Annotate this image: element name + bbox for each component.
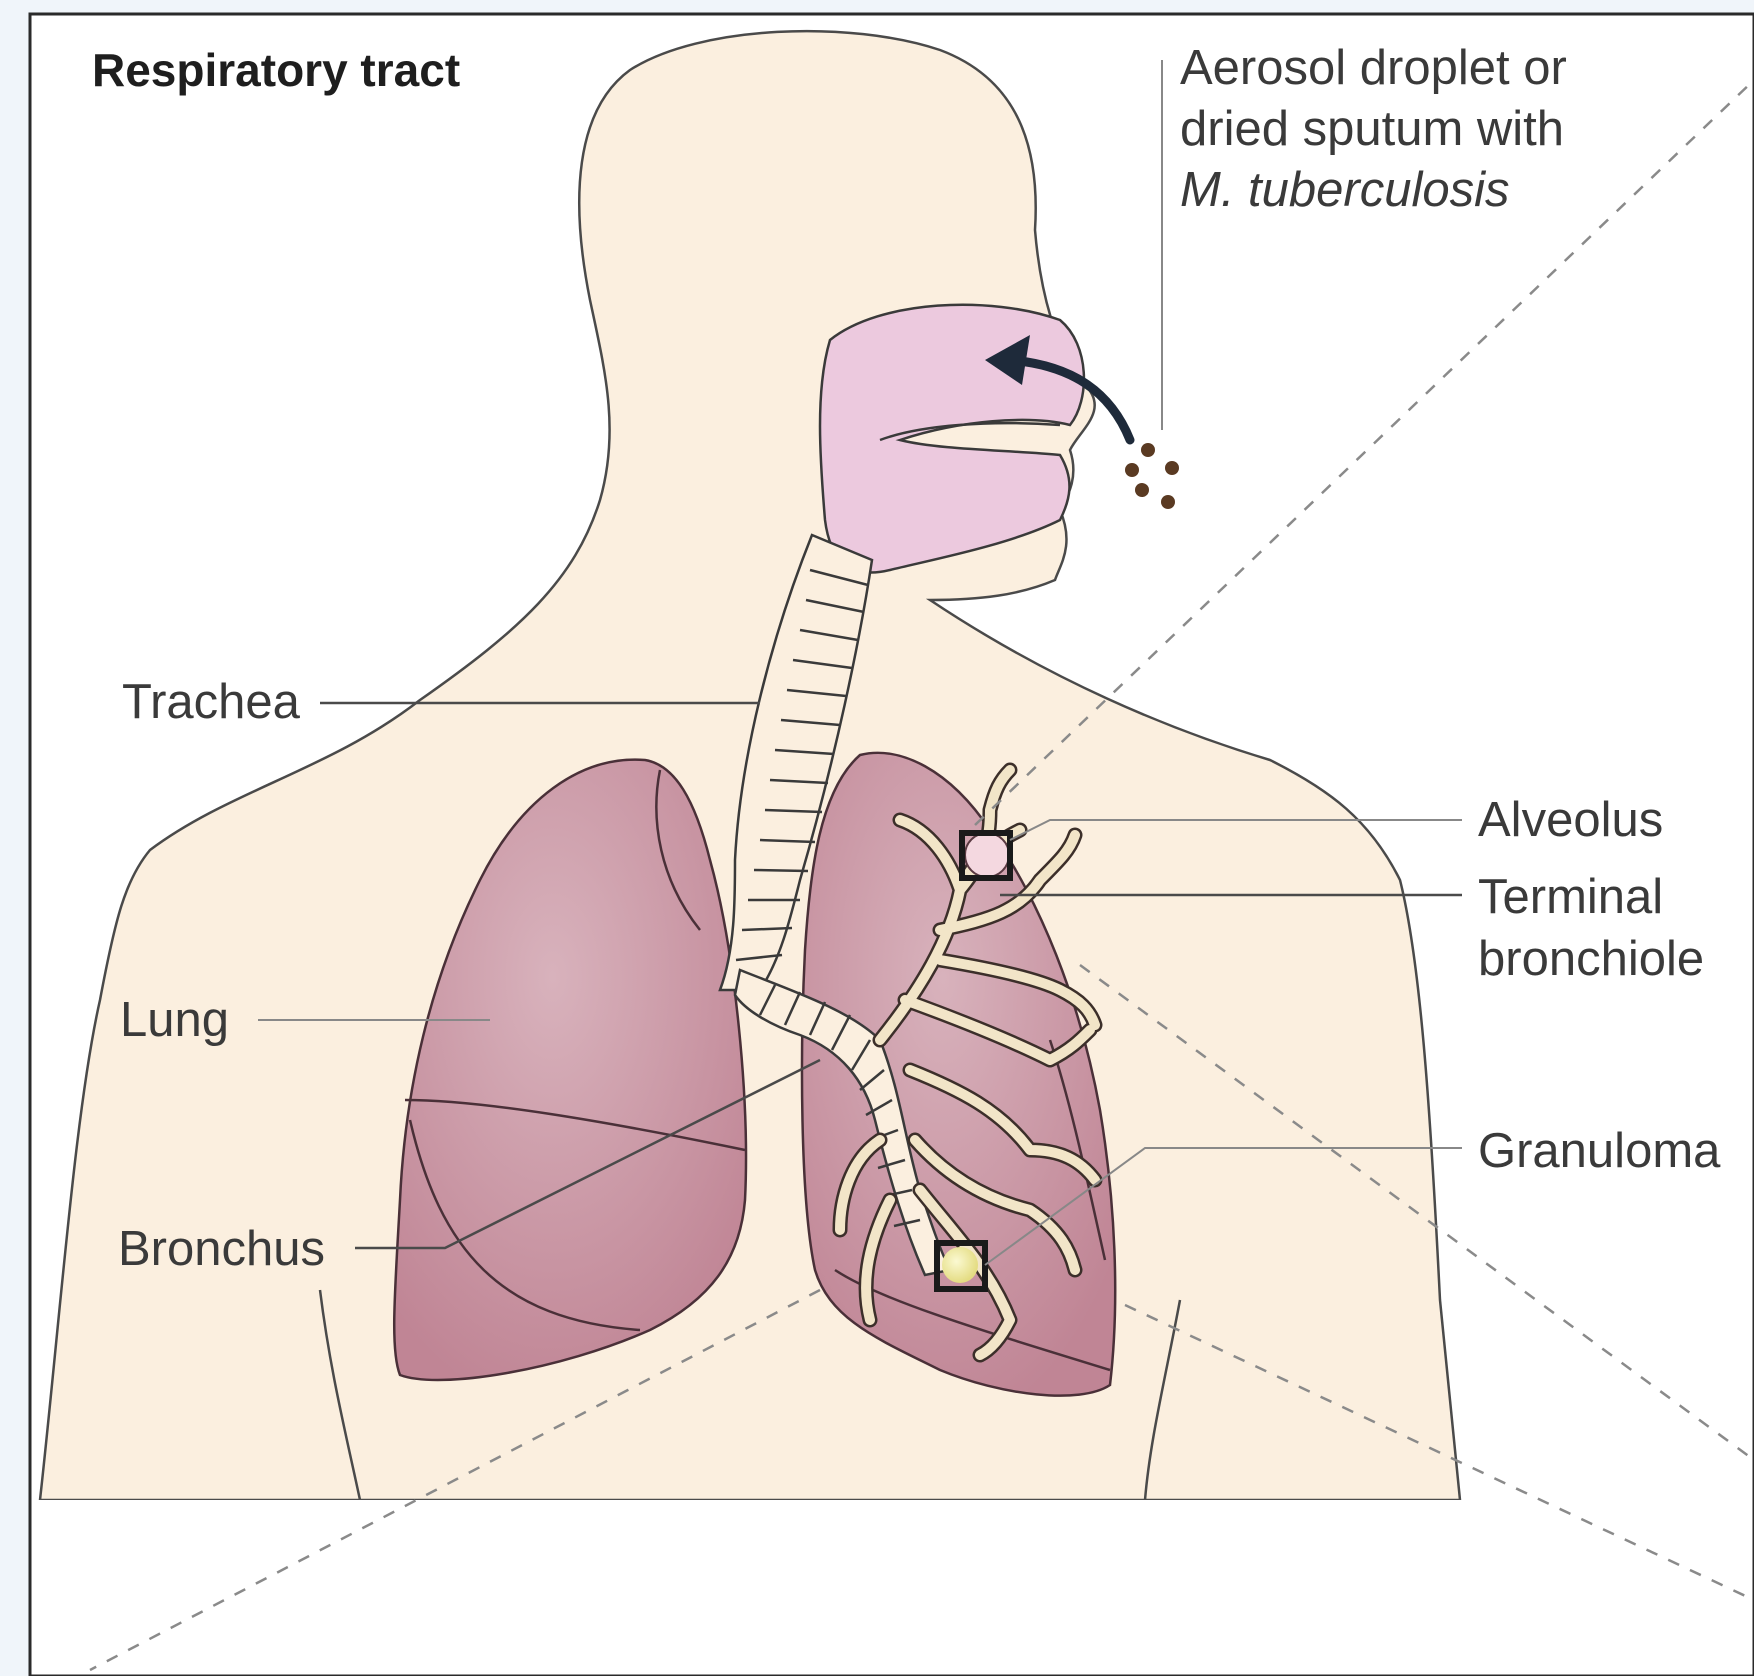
figure-bottom-space [32,1500,1752,1674]
granuloma-icon [942,1247,978,1283]
aerosol-label-line1: Aerosol droplet or [1180,41,1567,95]
aerosol-label-line2: dried sputum with [1180,102,1564,156]
diagram-title: Respiratory tract [92,44,460,96]
lung-label: Lung [120,993,229,1047]
terminal-bronchiole-label-line1: Terminal [1478,870,1663,924]
trachea-label: Trachea [122,675,301,729]
alveolus-label: Alveolus [1478,793,1663,847]
aerosol-label-line3: M. tuberculosis [1180,163,1510,217]
alveolus-icon [965,833,1009,877]
terminal-bronchiole-label-line2: bronchiole [1478,932,1704,986]
bronchus-label: Bronchus [118,1222,325,1276]
granuloma-label: Granuloma [1478,1124,1721,1178]
